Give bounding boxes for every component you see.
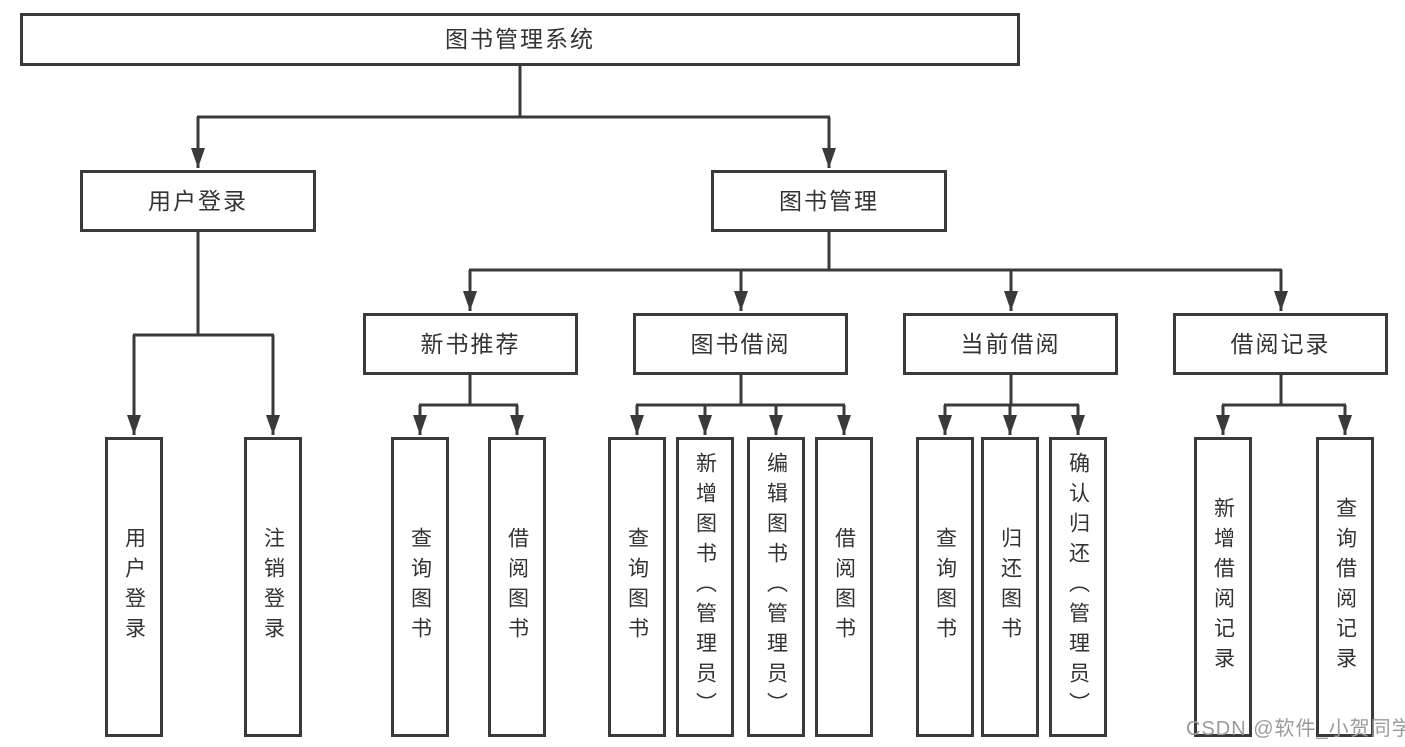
- csdn-watermark: CSDN @软件_小贺同学: [1186, 718, 1405, 740]
- leaf-borrow-books-recommend: 借阅图书: [488, 437, 546, 737]
- leaf-query-books-recommend: 查询图书: [391, 437, 449, 737]
- leaf-logout: 注销登录: [244, 437, 302, 737]
- leaf-edit-book-admin: 编辑图书（管理员）: [747, 437, 805, 737]
- leaf-add-borrow-record: 新增借阅记录: [1194, 437, 1252, 737]
- leaf-borrow-books-borrowing: 借阅图书: [815, 437, 873, 737]
- leaf-return-book: 归还图书: [981, 437, 1039, 737]
- node-user-login: 用户登录: [80, 170, 316, 232]
- leaf-query-borrow-record: 查询借阅记录: [1316, 437, 1374, 737]
- leaf-confirm-return-admin: 确认归还（管理员）: [1049, 437, 1107, 737]
- node-library-management-system: 图书管理系统: [20, 13, 1020, 66]
- node-borrowing-records: 借阅记录: [1173, 313, 1388, 375]
- node-book-management: 图书管理: [711, 170, 947, 232]
- leaf-user-login: 用户登录: [105, 437, 163, 737]
- leaf-query-books-borrowing: 查询图书: [608, 437, 666, 737]
- leaf-query-books-current: 查询图书: [916, 437, 974, 737]
- node-new-book-recommend: 新书推荐: [363, 313, 578, 375]
- node-book-borrowing: 图书借阅: [633, 313, 848, 375]
- leaf-add-book-admin: 新增图书（管理员）: [676, 437, 734, 737]
- node-current-borrowing: 当前借阅: [903, 313, 1118, 375]
